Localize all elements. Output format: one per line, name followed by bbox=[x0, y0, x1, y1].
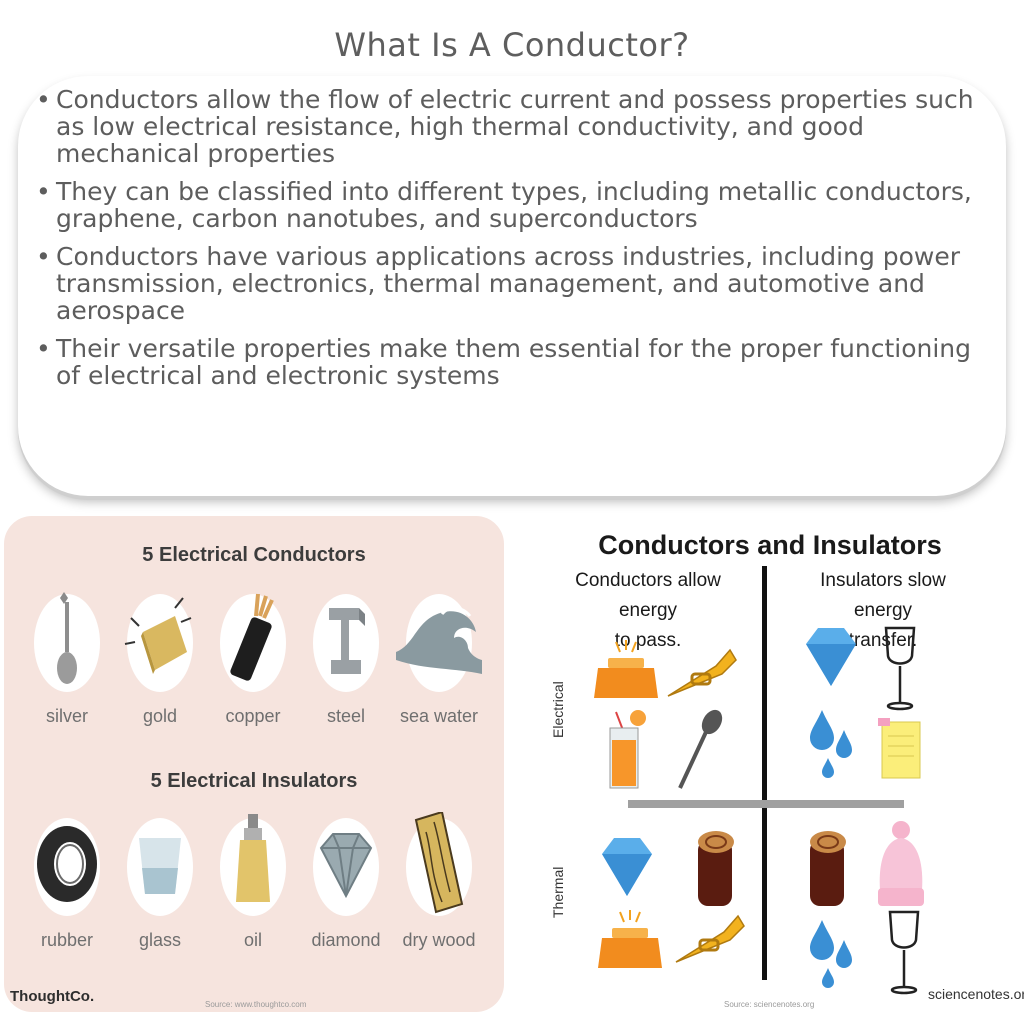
insulator-label: diamond bbox=[311, 930, 381, 950]
wood-log-icon bbox=[810, 831, 846, 906]
spoon-icon bbox=[57, 592, 77, 684]
bullet-item: They can be classified into different ty… bbox=[36, 178, 986, 232]
wave-icon bbox=[396, 606, 482, 674]
wood-plank-icon bbox=[414, 812, 464, 914]
page-title: What Is A Conductor? bbox=[334, 26, 690, 64]
bullet-item: Conductors allow the flow of electric cu… bbox=[36, 86, 986, 167]
trumpet-icon bbox=[675, 914, 745, 963]
insulators-heading: 5 Electrical Insulators bbox=[150, 770, 358, 792]
gold-bar-icon bbox=[124, 597, 192, 674]
glass-icon bbox=[139, 838, 181, 894]
conductor-item-silver: silver bbox=[22, 592, 112, 727]
water-drops-icon bbox=[810, 920, 852, 988]
sn-credit: sciencenotes.org bbox=[928, 986, 1024, 1002]
wine-glass-icon bbox=[888, 910, 920, 995]
trumpet-icon bbox=[667, 648, 737, 697]
juice-glass-icon bbox=[609, 710, 646, 789]
conductor-label: silver bbox=[45, 706, 88, 726]
conductors-heading: 5 Electrical Conductors bbox=[142, 544, 366, 566]
insulator-item-diamond: diamond bbox=[301, 818, 391, 951]
metal-block-icon bbox=[598, 910, 662, 968]
summary-bullets: Conductors allow the flow of electric cu… bbox=[36, 86, 986, 400]
copper-wire-icon bbox=[230, 593, 274, 681]
conductor-label: sea water bbox=[399, 706, 479, 726]
sn-row-label-electrical: Electrical bbox=[550, 681, 566, 738]
conductor-label: steel bbox=[326, 706, 366, 726]
knit-hat-icon bbox=[878, 821, 924, 906]
bullet-item: Their versatile properties make them ess… bbox=[36, 335, 986, 389]
conductor-item-steel: steel bbox=[301, 594, 391, 727]
sn-insulators-caption-line2: transfer. bbox=[848, 630, 918, 651]
insulator-label: rubber bbox=[40, 930, 94, 950]
steel-beam-icon bbox=[329, 608, 365, 674]
diamond-icon bbox=[319, 833, 373, 899]
insulator-item-rubber: rubber bbox=[22, 818, 112, 951]
metal-block-icon bbox=[594, 640, 658, 698]
sn-conductors-caption-line1: Conductors allow energy bbox=[575, 570, 721, 621]
insulator-label: oil bbox=[243, 930, 262, 950]
spoon-icon bbox=[678, 709, 723, 789]
insulator-label: dry wood bbox=[402, 930, 476, 950]
sn-divider-vertical bbox=[762, 566, 767, 980]
conductor-item-sea-water: sea water bbox=[394, 594, 484, 727]
insulator-item-glass: glass bbox=[115, 818, 205, 951]
insulator-item-oil: oil bbox=[208, 814, 298, 951]
insulator-item-dry-wood: dry wood bbox=[394, 812, 484, 951]
conductor-label: copper bbox=[225, 706, 281, 726]
tire-icon bbox=[37, 826, 97, 902]
conductor-item-copper: copper bbox=[208, 593, 298, 727]
wood-log-icon bbox=[698, 831, 734, 906]
oil-tube-icon bbox=[236, 814, 270, 902]
thoughtco-logo: ThoughtCo. bbox=[10, 988, 95, 1005]
wine-glass-icon bbox=[884, 626, 916, 711]
diamond-icon bbox=[602, 838, 652, 896]
bullet-item: Conductors have various applications acr… bbox=[36, 243, 986, 324]
diamond-icon bbox=[806, 628, 856, 686]
sn-title: Conductors and Insulators bbox=[598, 530, 942, 560]
conductor-item-gold: gold bbox=[115, 594, 205, 727]
sn-conductors-caption: Conductors allow energy to pass. bbox=[548, 566, 748, 656]
water-drops-icon bbox=[810, 710, 852, 778]
paper-note-icon bbox=[878, 718, 921, 779]
sn-source: Source: sciencenotes.org bbox=[724, 1000, 815, 1009]
thoughtco-source: Source: www.thoughtco.com bbox=[205, 1000, 307, 1009]
insulator-label: glass bbox=[138, 930, 182, 950]
sn-row-label-thermal: Thermal bbox=[550, 866, 566, 918]
sn-divider-horizontal bbox=[628, 800, 904, 808]
sn-insulators-caption-line1: Insulators slow energy bbox=[820, 570, 946, 621]
sn-insulators-caption: Insulators slow energy transfer. bbox=[790, 566, 976, 656]
sn-conductors-caption-line2: to pass. bbox=[614, 630, 682, 651]
conductor-label: gold bbox=[142, 706, 178, 726]
